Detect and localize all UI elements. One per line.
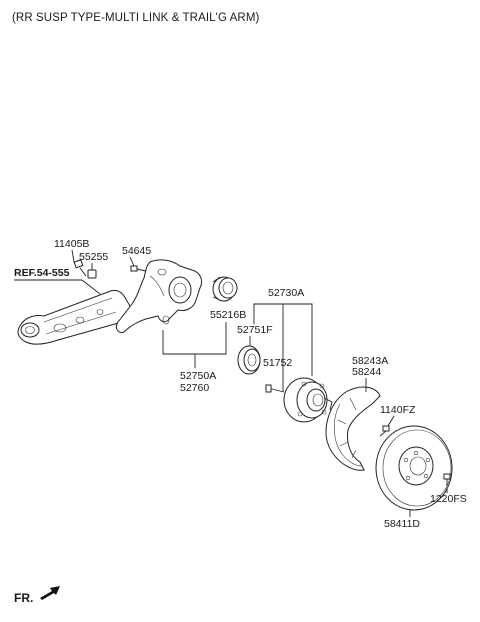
wheel-hub-52730A[interactable] — [283, 377, 333, 423]
bolt-11405B[interactable] — [71, 249, 87, 277]
label-58411D: 58411D — [384, 518, 420, 530]
label-55216B: 55216B — [210, 309, 246, 321]
label-55255: 55255 — [79, 251, 108, 263]
label-54645: 54645 — [122, 245, 151, 257]
front-indicator-label: FR. — [14, 591, 34, 605]
knuckle-carrier[interactable] — [115, 259, 203, 333]
label-11405B: 11405B — [54, 238, 89, 250]
label-52760: 52760 — [180, 382, 209, 394]
trailing-arm[interactable] — [17, 289, 133, 345]
ref-label: REF.54-555 — [14, 267, 70, 279]
nut-55255[interactable] — [87, 263, 97, 279]
label-58243A: 58243A — [352, 355, 388, 367]
ref-leader-line — [14, 279, 101, 295]
label-58244: 58244 — [352, 366, 381, 378]
label-52750A: 52750A — [180, 370, 216, 382]
label-1220FS: 1220FS — [430, 493, 467, 505]
label-52730A: 52730A — [268, 287, 304, 299]
bracket-52750A — [162, 322, 227, 355]
front-direction-arrow-icon — [40, 586, 60, 600]
brake-dust-shield[interactable] — [325, 386, 381, 471]
dust-cover-52751F[interactable] — [237, 345, 261, 375]
brake-disc-58411D[interactable] — [375, 425, 453, 511]
hub-bolt-51752[interactable] — [265, 384, 285, 393]
label-1140FZ: 1140FZ — [380, 404, 416, 416]
screw-1140FZ[interactable] — [379, 415, 395, 437]
screw-1220FS[interactable] — [443, 473, 451, 486]
bearing-55216B[interactable] — [212, 276, 238, 302]
label-52751F: 52751F — [237, 324, 273, 336]
label-51752: 51752 — [263, 357, 292, 369]
diagram-title: (RR SUSP TYPE-MULTI LINK & TRAIL'G ARM) — [12, 12, 260, 24]
